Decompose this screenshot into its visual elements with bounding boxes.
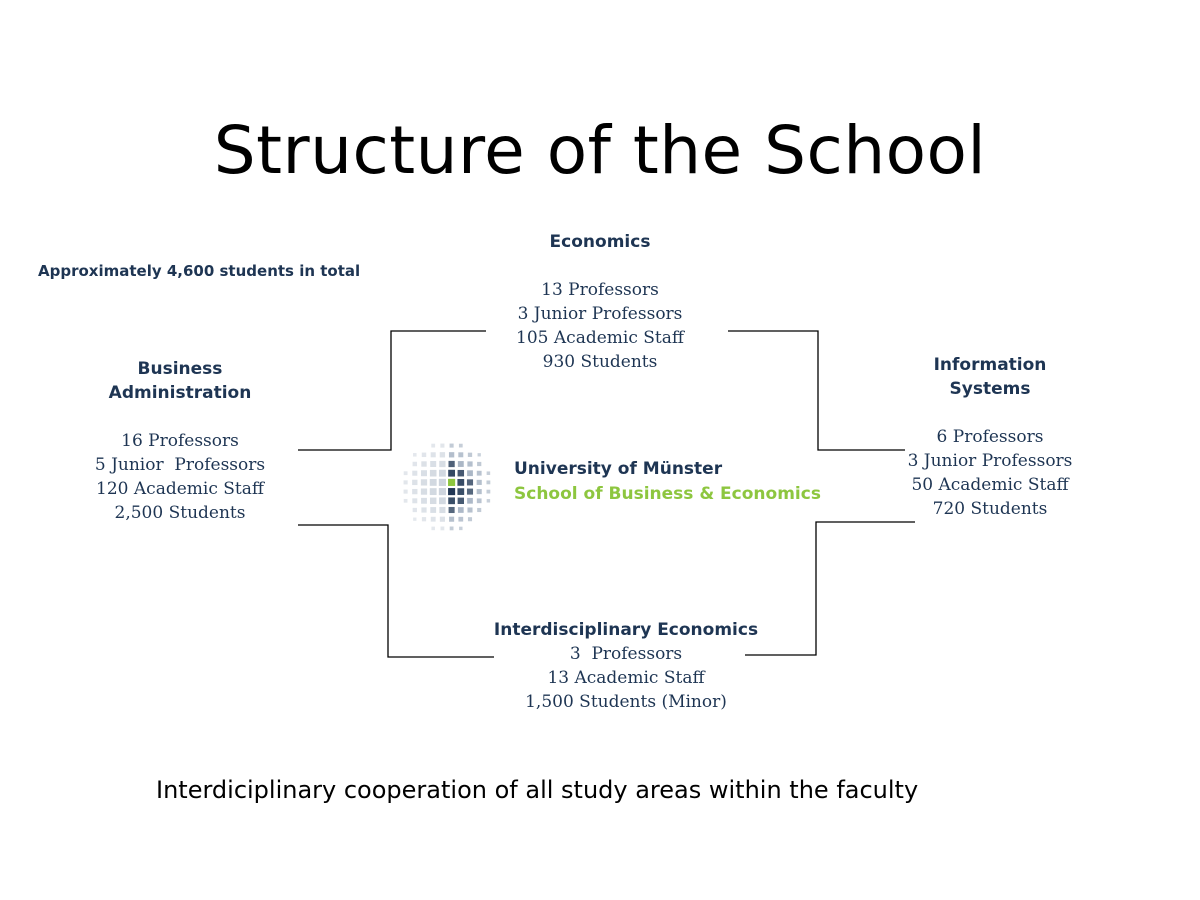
total-students-note: Approximately 4,600 students in total bbox=[38, 262, 361, 280]
unit-name: Information Systems bbox=[933, 355, 1047, 399]
stat-professors: 6 Professors bbox=[936, 427, 1044, 447]
stat-academic-staff: 50 Academic Staff bbox=[911, 475, 1069, 495]
stat-junior-professors: 3 Junior Professors bbox=[517, 304, 683, 324]
unit-business-administration: Business Administration 16 Professors 5 … bbox=[70, 357, 290, 525]
stat-students: 720 Students bbox=[932, 499, 1048, 519]
unit-economics: Economics 13 Professors 3 Junior Profess… bbox=[450, 230, 750, 374]
stat-academic-staff: 120 Academic Staff bbox=[96, 479, 264, 499]
stat-professors: 16 Professors bbox=[121, 431, 239, 451]
logo-school-name: School of Business & Economics bbox=[514, 484, 821, 504]
stat-professors: 3 Professors bbox=[569, 644, 683, 664]
stat-students: 1,500 Students (Minor) bbox=[525, 692, 727, 712]
stat-professors: 13 Professors bbox=[541, 280, 659, 300]
connector-business-top bbox=[298, 330, 486, 451]
unit-interdisciplinary-economics: Interdisciplinary Economics 3 Professors… bbox=[476, 618, 776, 714]
stat-academic-staff: 105 Academic Staff bbox=[516, 328, 684, 348]
footer-statement: Interdiciplinary cooperation of all stud… bbox=[156, 776, 919, 804]
unit-name: Business Administration bbox=[108, 359, 252, 403]
connector-econ-right bbox=[728, 330, 905, 451]
stat-students: 930 Students bbox=[542, 352, 658, 372]
unit-information-systems: Information Systems 6 Professors 3 Junio… bbox=[890, 353, 1090, 521]
stat-junior-professors: 5 Junior Professors bbox=[94, 455, 266, 475]
connector-is-bottom bbox=[745, 521, 915, 656]
unit-name: Economics bbox=[549, 232, 651, 252]
stat-academic-staff: 13 Academic Staff bbox=[547, 668, 705, 688]
university-logo-globe-icon bbox=[403, 443, 491, 531]
connector-business-bottom bbox=[298, 524, 494, 658]
logo-university-name: University of Münster bbox=[514, 459, 723, 479]
unit-name: Interdisciplinary Economics bbox=[493, 620, 759, 640]
stat-students: 2,500 Students bbox=[114, 503, 246, 523]
slide-title: Structure of the School bbox=[213, 112, 987, 189]
stat-junior-professors: 3 Junior Professors bbox=[907, 451, 1073, 471]
